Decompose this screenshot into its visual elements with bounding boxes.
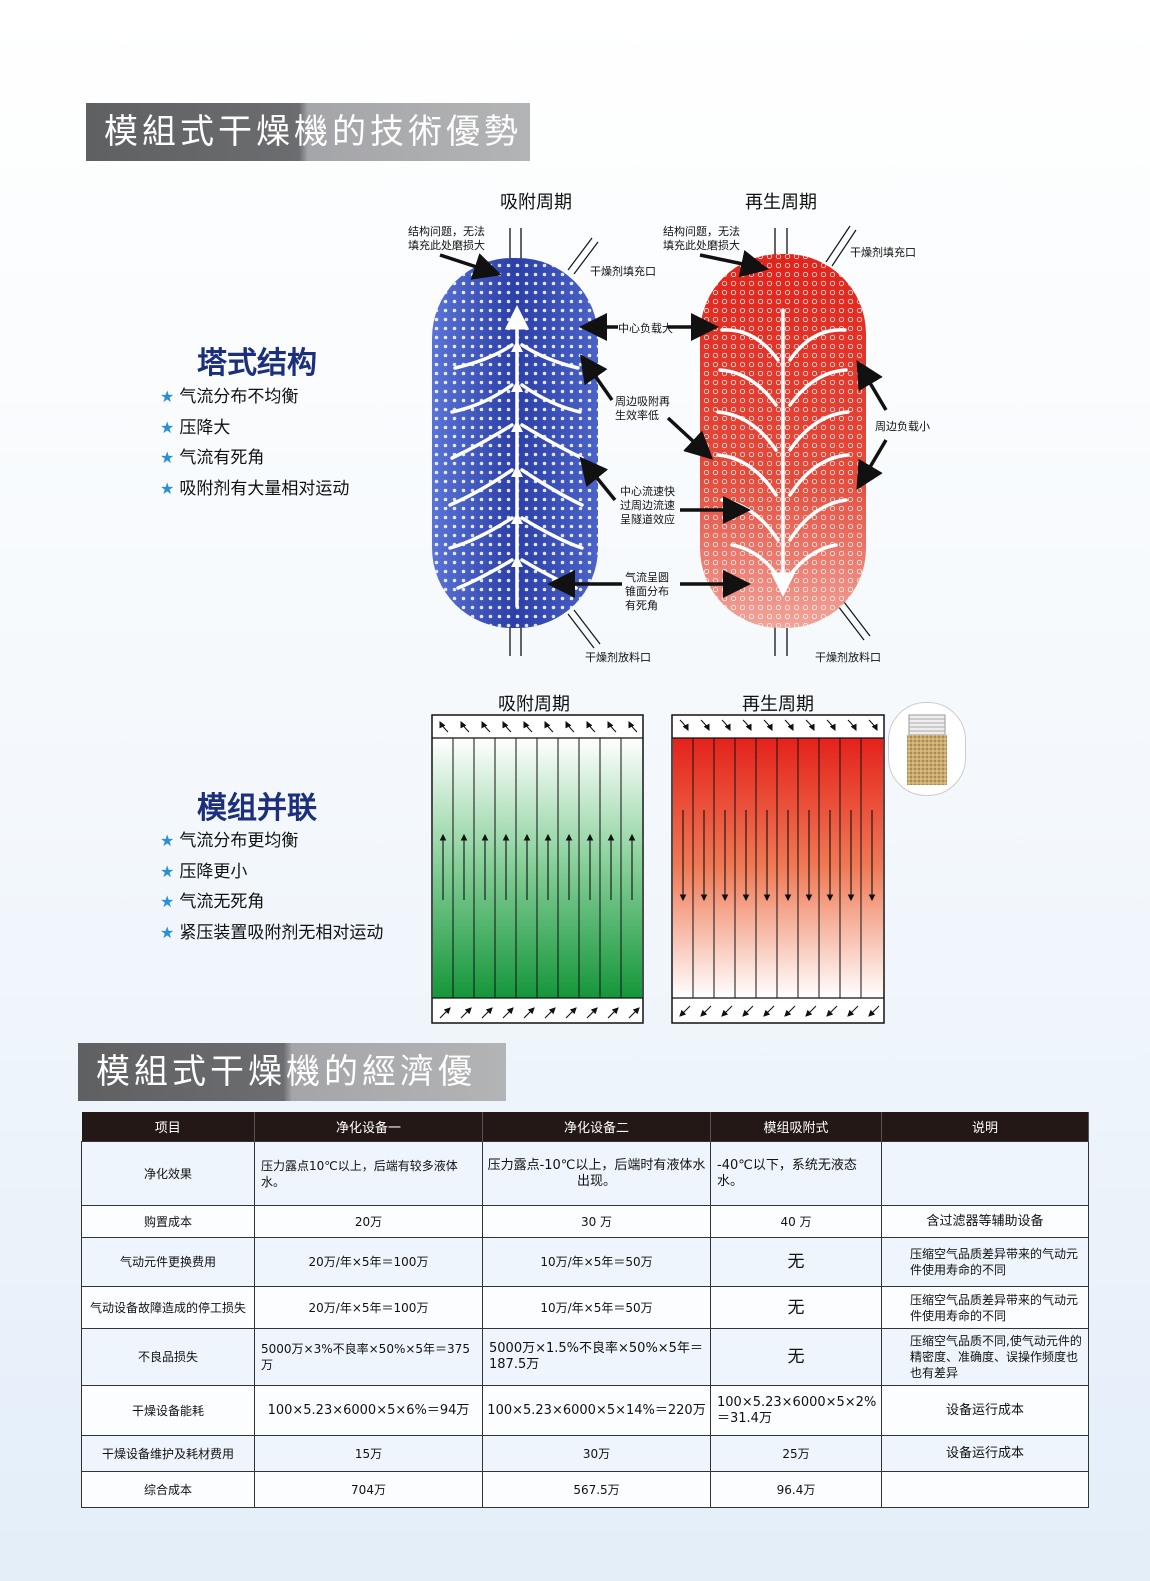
table-cell: -40℃以下，系统无液态水。: [710, 1141, 882, 1206]
regeneration-cycle-label-bottom: 再生周期: [742, 694, 814, 715]
star-icon: ★: [160, 861, 175, 881]
adsorption-tower: [432, 228, 601, 656]
table-row: 干燥设备能耗 100×5.23×6000×5×6%＝94万 100×5.23×6…: [81, 1385, 1089, 1436]
table-cell: 567.5万: [482, 1471, 711, 1508]
module-feature-item: ★气流无死角: [160, 892, 265, 912]
cone-distribution-note: 气流呈圆锥面分布有死角: [625, 571, 669, 612]
tower-feature-item: ★压降大: [160, 417, 231, 438]
table-cell: 30 万: [482, 1205, 711, 1238]
tower-feature-item: ★气流分布不均衡: [160, 387, 299, 407]
table-row: 不良品损失 5000万×3%不良率×50%×5年＝375万 5000万×1.5%…: [81, 1328, 1089, 1386]
table-cell: [881, 1471, 1089, 1508]
table-cell: 气动元件更换费用: [81, 1237, 255, 1287]
star-icon: ★: [160, 417, 175, 437]
table-cell: 5000万×1.5%不良率×50%×5年＝187.5万: [482, 1328, 711, 1386]
table-cell: 购置成本: [81, 1205, 255, 1238]
table-cell: 10万/年×5年＝50万: [482, 1237, 711, 1287]
table-cell: 含过滤器等辅助设备: [881, 1205, 1089, 1238]
star-icon: ★: [160, 387, 175, 406]
module-feature-item: ★紧压装置吸附剂无相对运动: [160, 922, 384, 943]
tower-feature-item: ★吸附剂有大量相对运动: [160, 478, 350, 499]
header-device-two: 净化设备二: [482, 1112, 711, 1142]
table-cell: 干燥设备维护及耗材费用: [81, 1435, 255, 1472]
structure-note-right: 结构问题，无法填充此处磨损大: [663, 225, 740, 252]
table-row: 购置成本 20万 30 万 40 万 含过滤器等辅助设备: [81, 1205, 1089, 1238]
module-feature-list: ★气流分布更均衡 ★压降更小 ★气流无死角 ★紧压装置吸附剂无相对运动: [160, 826, 383, 948]
table-cell: 压力露点10℃以上，后端有较多液体水。: [254, 1141, 483, 1206]
table-cell: 100×5.23×6000×5×6%＝94万: [254, 1385, 483, 1436]
table-cell: 25万: [710, 1435, 882, 1472]
star-icon: ★: [160, 892, 175, 911]
star-icon: ★: [160, 922, 175, 942]
regeneration-cycle-label-top: 再生周期: [745, 192, 817, 213]
fill-port-note-left: 干燥剂填充口: [590, 265, 656, 278]
discharge-port-note-right: 干燥剂放料口: [815, 651, 881, 664]
table-cell: 5000万×3%不良率×50%×5年＝375万: [254, 1328, 483, 1386]
module-adsorption-panel: [431, 714, 644, 1024]
table-row: 干燥设备维护及耗材费用 15万 30万 25万 设备运行成本: [81, 1435, 1089, 1472]
adsorption-cycle-label-top: 吸附周期: [500, 192, 572, 213]
tower-feature-item: ★气流有死角: [160, 448, 265, 468]
module-unit-thumbnail: [888, 702, 966, 796]
structure-note-left: 结构问题，无法填充此处磨损大: [408, 225, 485, 252]
table-cell: 40 万: [710, 1205, 882, 1238]
table-cell: 不良品损失: [81, 1328, 255, 1386]
header-device-one: 净化设备一: [254, 1112, 483, 1142]
economic-comparison-table: 项目 净化设备一 净化设备二 模组吸附式 说明 净化效果 压力露点10℃以上，后…: [81, 1112, 1089, 1508]
module-feature-item: ★气流分布更均衡: [160, 831, 299, 851]
table-cell: 96.4万: [710, 1471, 882, 1508]
table-cell: 设备运行成本: [881, 1435, 1089, 1472]
table-cell: 30万: [482, 1435, 711, 1472]
table-cell: 干燥设备能耗: [81, 1385, 255, 1436]
peripheral-efficiency-note: 周边吸附再生效率低: [615, 395, 670, 422]
table-cell: 设备运行成本: [881, 1385, 1089, 1436]
dryer-diagram: [431, 225, 888, 1024]
table-cell: 气动设备故障造成的停工损失: [81, 1286, 255, 1329]
table-header-row: 项目 净化设备一 净化设备二 模组吸附式 说明: [81, 1112, 1089, 1142]
econ-advantage-banner: 模組式干燥機的經濟優勢: [78, 1043, 506, 1150]
table-cell: 20万/年×5年＝100万: [254, 1286, 483, 1329]
table-cell: 压缩空气品质差异带来的气动元件使用寿命的不同: [881, 1286, 1089, 1329]
table-cell: 20万: [254, 1205, 483, 1238]
module-parallel-title: 模组并联: [197, 791, 317, 826]
table-cell: 20万/年×5年＝100万: [254, 1237, 483, 1287]
table-cell: 100×5.23×6000×5×14%＝220万: [482, 1385, 711, 1436]
table-cell: 15万: [254, 1435, 483, 1472]
discharge-port-note-left: 干燥剂放料口: [585, 651, 651, 664]
tech-advantage-banner: 模組式干燥機的技術優勢: [86, 103, 530, 161]
table-cell: 704万: [254, 1471, 483, 1508]
star-icon: ★: [160, 448, 175, 467]
table-cell: 100×5.23×6000×5×2%＝31.4万: [710, 1385, 882, 1436]
table-cell: 无: [710, 1237, 882, 1287]
regeneration-tower: [700, 225, 871, 656]
pointer-arrows: [439, 249, 888, 598]
header-item: 项目: [81, 1112, 255, 1142]
tower-structure-title: 塔式结构: [197, 346, 317, 381]
module-feature-item: ★压降更小: [160, 861, 248, 882]
star-icon: ★: [160, 831, 175, 850]
tunnel-effect-note: 中心流速快过周边流速呈隧道效应: [620, 485, 675, 526]
header-notes: 说明: [881, 1112, 1089, 1142]
table-cell: 净化效果: [81, 1141, 255, 1206]
table-cell: 压缩空气品质不同,使气动元件的精密度、准确度、误操作频度也也有差异: [881, 1328, 1089, 1386]
table-cell: [881, 1141, 1089, 1206]
table-row: 综合成本 704万 567.5万 96.4万: [81, 1471, 1089, 1508]
table-cell: 压缩空气品质差异带来的气动元件使用寿命的不同: [881, 1237, 1089, 1287]
table-cell: 综合成本: [81, 1471, 255, 1508]
table-row: 净化效果 压力露点10℃以上，后端有较多液体水。 压力露点-10℃以上，后端时有…: [81, 1141, 1089, 1206]
tower-feature-list: ★气流分布不均衡 ★压降大 ★气流有死角 ★吸附剂有大量相对运动: [160, 382, 349, 504]
table-cell: 10万/年×5年＝50万: [482, 1286, 711, 1329]
fill-port-note-right: 干燥剂填充口: [850, 246, 916, 259]
star-icon: ★: [160, 478, 175, 498]
table-cell: 无: [710, 1286, 882, 1329]
header-module-adsorption: 模组吸附式: [710, 1112, 882, 1142]
peripheral-load-note: 周边负载小: [875, 420, 930, 433]
table-cell: 无: [710, 1328, 882, 1386]
adsorption-cycle-label-bottom: 吸附周期: [498, 694, 570, 715]
module-regeneration-panel: [671, 714, 885, 1024]
table-row: 气动设备故障造成的停工损失 20万/年×5年＝100万 10万/年×5年＝50万…: [81, 1286, 1089, 1329]
center-load-note: 中心负载大: [618, 322, 673, 335]
table-row: 气动元件更换费用 20万/年×5年＝100万 10万/年×5年＝50万 无 压缩…: [81, 1237, 1089, 1287]
table-cell: 压力露点-10℃以上，后端时有液体水出现。: [482, 1141, 711, 1206]
